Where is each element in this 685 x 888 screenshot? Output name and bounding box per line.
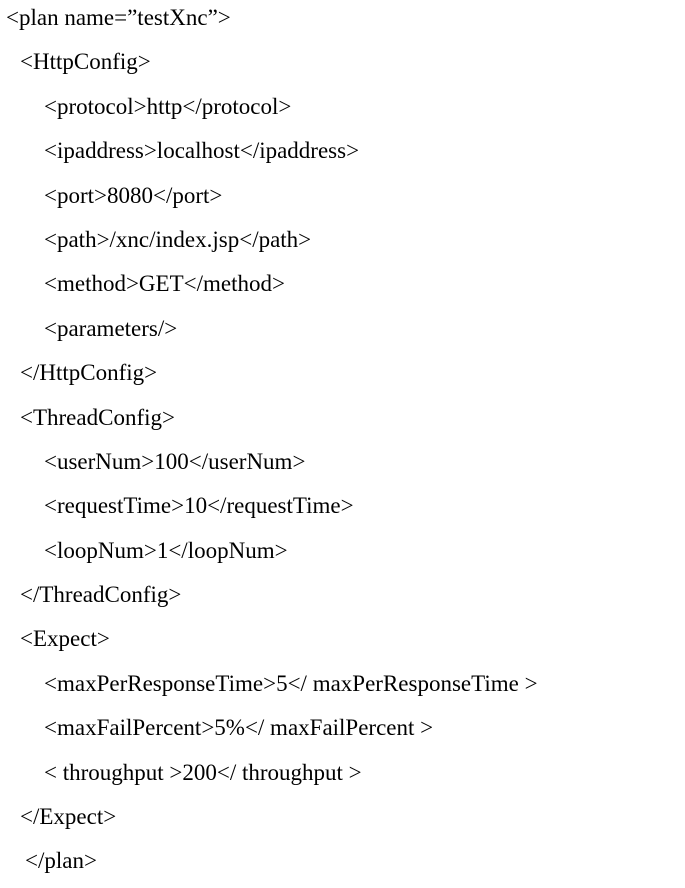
code-line-maxperresponsetime: <maxPerResponseTime>5</ maxPerResponseTi… [44, 670, 538, 696]
code-line-httpconfig-close: </HttpConfig> [20, 360, 158, 386]
code-line-throughput: < throughput >200</ throughput > [44, 759, 362, 785]
code-line-parameters: <parameters/> [44, 315, 178, 341]
code-line-port: <port>8080</port> [44, 182, 223, 208]
code-line-plan-open: <plan name=”testXnc”> [6, 5, 231, 30]
code-line-protocol: <protocol>http</protocol> [44, 93, 292, 119]
code-line-usernum: <userNum>100</userNum> [44, 448, 306, 474]
code-line-ipaddress: <ipaddress>localhost</ipaddress> [44, 138, 360, 164]
code-line-threadconfig-open: <ThreadConfig> [20, 404, 175, 430]
code-line-maxfailpercent: <maxFailPercent>5%</ maxFailPercent > [44, 715, 434, 741]
code-line-expect-open: <Expect> [20, 626, 110, 652]
code-line-requesttime: <requestTime>10</requestTime> [44, 493, 354, 519]
code-line-threadconfig-close: </ThreadConfig> [20, 582, 182, 608]
code-line-expect-close: </Expect> [20, 804, 117, 830]
code-line-plan-close: </plan> [25, 848, 97, 874]
code-line-loopnum: <loopNum>1</loopNum> [44, 537, 288, 563]
code-line-httpconfig-open: <HttpConfig> [20, 49, 151, 75]
code-line-method: <method>GET</method> [44, 271, 285, 297]
code-line-path: <path>/xnc/index.jsp</path> [44, 226, 312, 252]
